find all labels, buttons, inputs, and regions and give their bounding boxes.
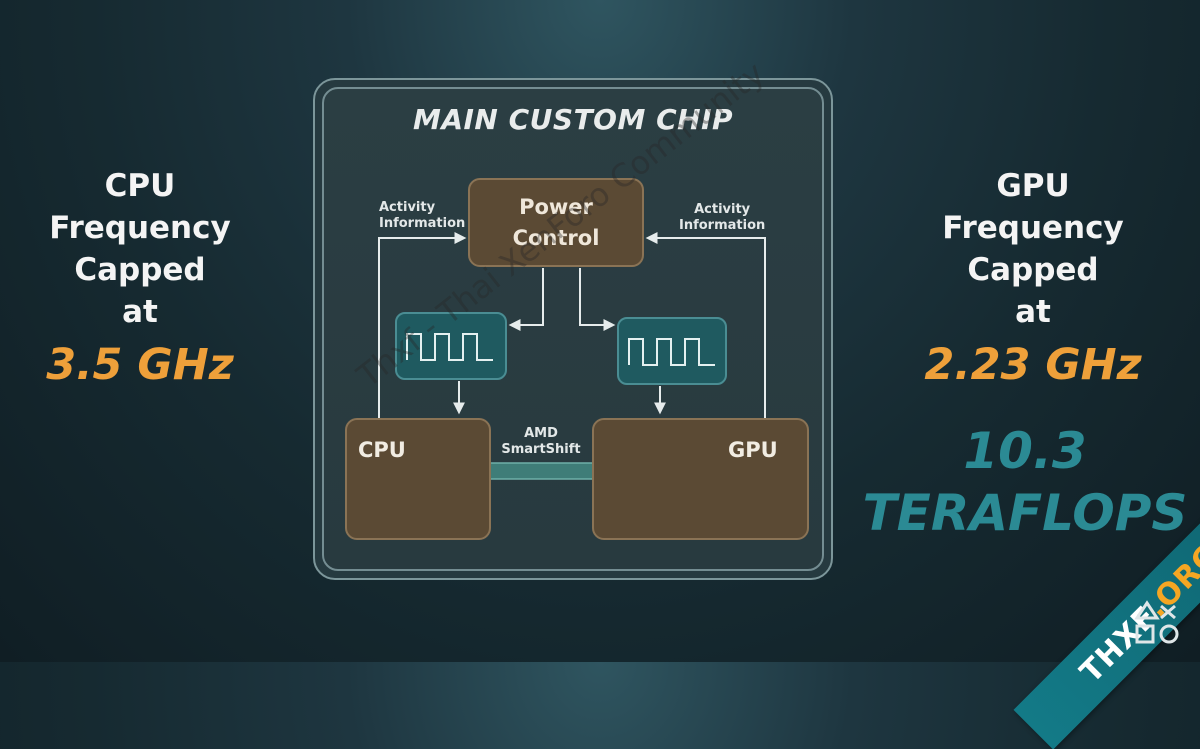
gpu-stat-line: Frequency bbox=[942, 210, 1124, 246]
cpu-frequency-value: 3.5 GHz bbox=[46, 340, 234, 390]
power-control-box: Power Control bbox=[468, 178, 644, 267]
gpu-frequency-stat: GPU Frequency Capped at 2.23 GHz bbox=[903, 165, 1163, 393]
smartshift-label: AMD SmartShift bbox=[498, 426, 584, 458]
cpu-stat-line: CPU bbox=[104, 168, 176, 204]
chip-title: MAIN CUSTOM CHIP bbox=[412, 103, 734, 136]
power-control-label: Control bbox=[512, 225, 600, 250]
activity-label-line: Information bbox=[679, 218, 766, 233]
cpu-activity-label: Activity Information bbox=[379, 200, 465, 232]
smartshift-label-line: SmartShift bbox=[501, 442, 581, 457]
teraflops-value: 10.3 bbox=[963, 422, 1087, 480]
gpu-activity-label: Activity Information bbox=[679, 202, 765, 234]
cpu-stat-line: at bbox=[122, 294, 158, 330]
gpu-label: GPU bbox=[728, 438, 778, 462]
gpu-stat-line: at bbox=[1015, 294, 1051, 330]
cpu-stat-line: Frequency bbox=[49, 210, 231, 246]
activity-label-line: Activity bbox=[379, 200, 436, 215]
teraflops-unit: TERAFLOPS bbox=[862, 484, 1188, 542]
cpu-frequency-stat: CPU Frequency Capped at 3.5 GHz bbox=[10, 165, 270, 393]
cpu-label: CPU bbox=[358, 438, 406, 462]
gpu-stat-line: GPU bbox=[996, 168, 1070, 204]
power-to-cpu-clock-arrow bbox=[508, 268, 544, 331]
diagram-connectors bbox=[378, 232, 766, 487]
cpu-stat-line: Capped bbox=[74, 252, 206, 288]
gpu-box: GPU bbox=[592, 418, 809, 540]
activity-label-line: Information bbox=[379, 216, 466, 231]
gpu-frequency-value: 2.23 GHz bbox=[924, 340, 1142, 390]
cpu-clock-signal-icon bbox=[395, 312, 507, 380]
power-control-label: Power bbox=[519, 194, 593, 219]
gpu-stat-line: Capped bbox=[967, 252, 1099, 288]
cpu-activity-arrow bbox=[378, 232, 467, 418]
teraflops-stat: 10.3 TERAFLOPS bbox=[860, 420, 1190, 544]
gpu-activity-arrow bbox=[645, 232, 766, 418]
playstation-symbols-icon bbox=[1134, 600, 1179, 644]
activity-label-line: Activity bbox=[694, 202, 751, 217]
power-to-gpu-clock-arrow bbox=[579, 268, 616, 331]
gpu-clock-signal-icon bbox=[617, 317, 727, 385]
smartshift-label-line: AMD bbox=[524, 426, 558, 441]
cpu-box: CPU bbox=[345, 418, 491, 540]
